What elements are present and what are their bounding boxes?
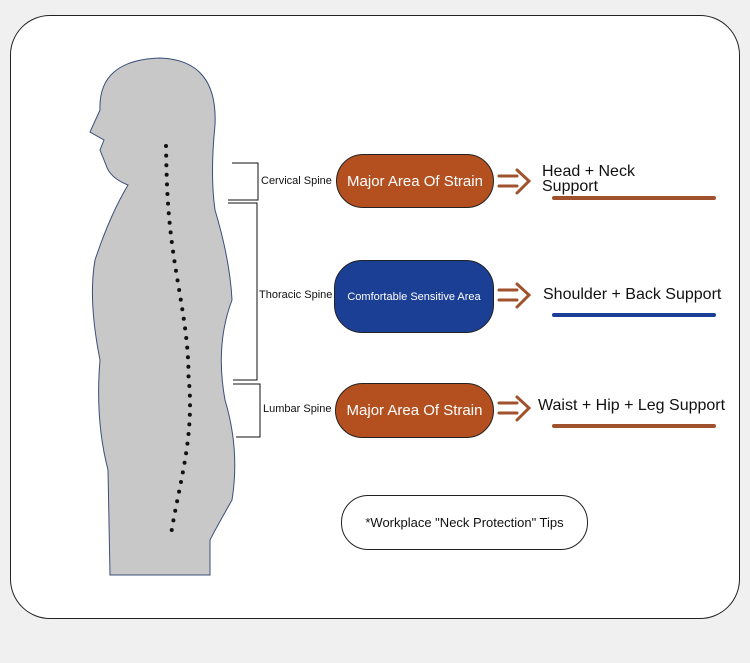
- lumbar-bracket: [233, 383, 261, 438]
- spine-dot: [166, 201, 171, 206]
- tips-button[interactable]: *Workplace "Neck Protection" Tips: [341, 495, 588, 550]
- spine-dot: [173, 268, 178, 273]
- spine-dot: [164, 182, 169, 187]
- spine-dot: [178, 480, 183, 484]
- cervical-bracket: [228, 162, 259, 201]
- spine-dot: [188, 403, 193, 408]
- thoracic-label: Thoracic Spine: [259, 289, 333, 301]
- spine-dot: [172, 259, 177, 264]
- thoracic-bracket: [228, 202, 258, 381]
- spine-dot: [169, 240, 174, 244]
- spine-dot: [177, 489, 182, 494]
- arrow-icon: [497, 395, 532, 422]
- spine-dot: [184, 451, 189, 456]
- spine-dot: [181, 316, 186, 321]
- spine-dot: [186, 432, 191, 436]
- spine-dot: [187, 393, 192, 398]
- spine-dot: [165, 192, 170, 196]
- spine-dot: [175, 278, 180, 283]
- spine-dot: [175, 499, 180, 504]
- lumbar-label: Lumbar Spine: [263, 403, 332, 415]
- spine-dot: [187, 412, 192, 417]
- thoracic-support: Shoulder + Back Support: [543, 286, 722, 303]
- spine-dot: [166, 211, 171, 216]
- spine-dot: [169, 528, 174, 532]
- spine-dot: [168, 230, 173, 235]
- spine-dot: [183, 326, 188, 331]
- spine-dots: [164, 144, 193, 532]
- spine-dot: [185, 345, 190, 350]
- spine-dot: [186, 374, 191, 379]
- spine-dot: [180, 307, 185, 312]
- cervical-area-pill: Major Area Of Strain: [336, 154, 494, 208]
- spine-dot: [182, 460, 187, 465]
- spine-dot: [177, 288, 182, 292]
- spine-dot: [185, 355, 190, 360]
- thoracic-area-pill: Comfortable Sensitive Area: [334, 260, 494, 333]
- spine-dot: [171, 249, 176, 254]
- spine-dot: [180, 470, 185, 475]
- spine-dot: [164, 163, 169, 168]
- spine-dot: [167, 220, 172, 225]
- spine-dot: [173, 508, 178, 513]
- spine-dot: [184, 336, 189, 340]
- arrow-icon: [497, 168, 532, 195]
- lumbar-area-pill: Major Area Of Strain: [335, 383, 494, 438]
- spine-dot: [186, 364, 191, 369]
- body-silhouette: [89, 57, 236, 576]
- spine-dot: [178, 297, 183, 302]
- arrow-icon: [497, 282, 532, 309]
- cervical-support: Head + Neck Support: [542, 163, 635, 195]
- spine-dot: [187, 422, 192, 427]
- spine-dot: [185, 441, 190, 446]
- spine-dot: [164, 144, 168, 148]
- lumbar-support: Waist + Hip + Leg Support: [538, 397, 726, 414]
- spine-dot: [164, 153, 169, 158]
- spine-dot: [187, 384, 192, 388]
- spine-dot: [164, 172, 169, 177]
- cervical-label: Cervical Spine: [261, 175, 332, 187]
- spine-dot: [171, 518, 176, 523]
